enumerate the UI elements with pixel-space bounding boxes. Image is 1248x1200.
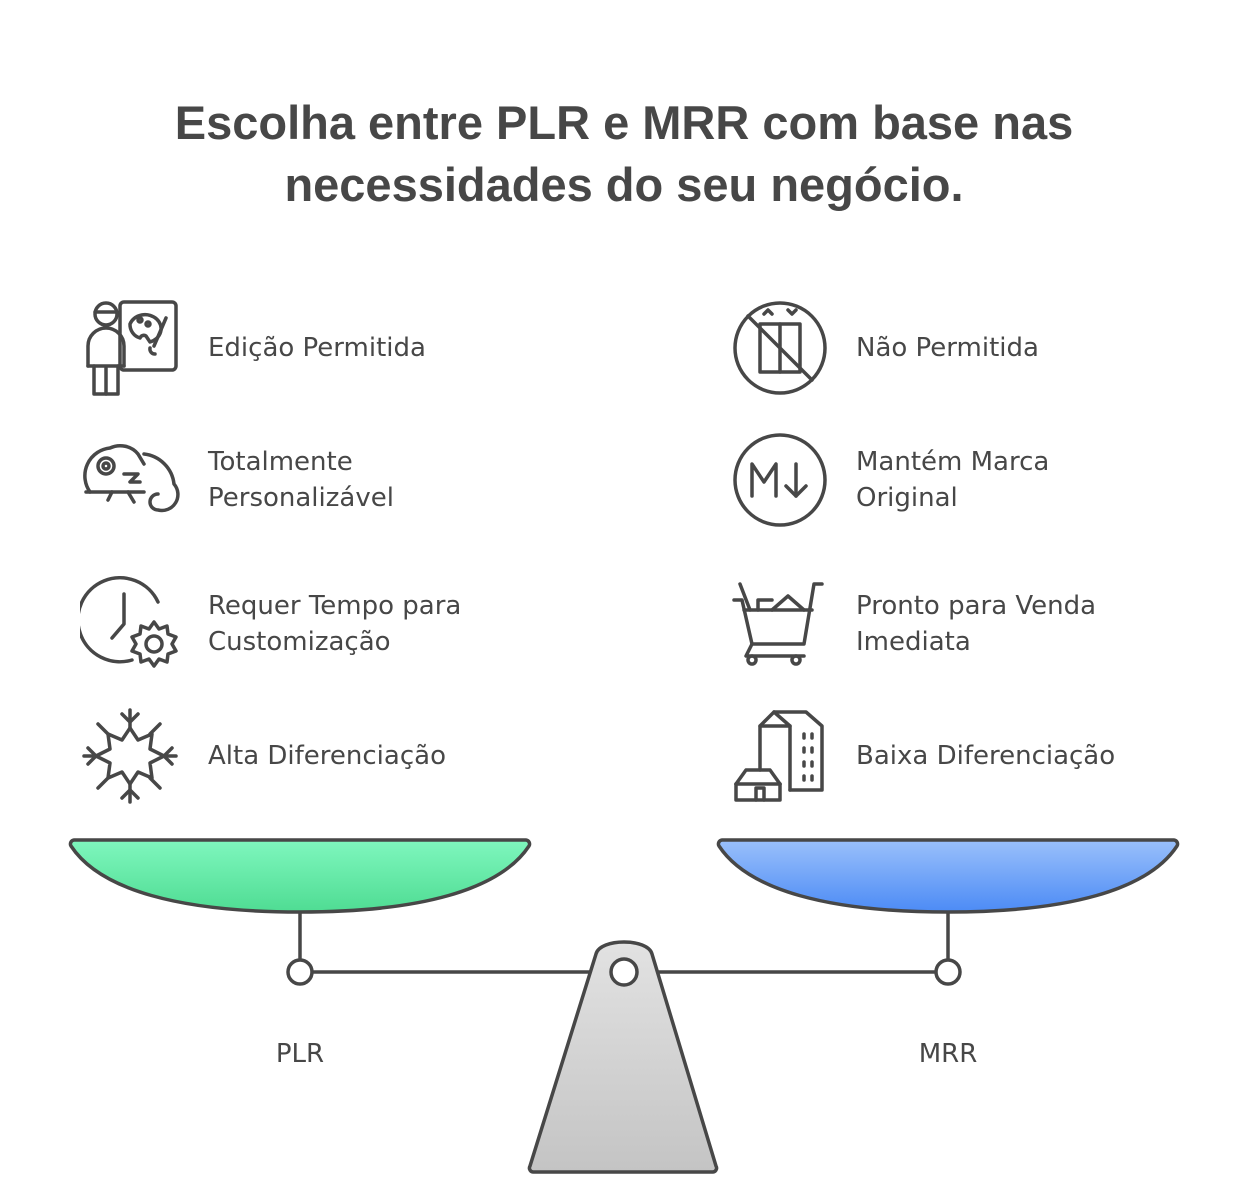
left-item-2: Totalmente Personalizável: [208, 447, 394, 513]
center-pivot: [609, 957, 639, 987]
right-pivot: [934, 958, 962, 986]
left-pan: [68, 838, 532, 914]
painter-easel-icon: [80, 298, 180, 398]
right-pan: [716, 838, 1180, 914]
balance-scale: [68, 838, 1180, 1174]
title-line-1: Escolha entre PLR e MRR com base nas: [174, 96, 1074, 149]
no-edit-icon: [730, 298, 830, 398]
page-title: Escolha entre PLR e MRR com base nas nec…: [0, 92, 1248, 216]
buildings-icon: [730, 706, 830, 806]
right-item-1: Não Permitida: [856, 333, 1039, 363]
left-item-4: Alta Diferenciação: [208, 741, 446, 771]
left-item-1: Edição Permitida: [208, 333, 426, 363]
left-pivot: [286, 958, 314, 986]
right-item-3: Pronto para Venda Imediata: [856, 591, 1097, 657]
markdown-icon: [730, 430, 830, 530]
right-item-2: Mantém Marca Original: [856, 447, 1050, 513]
scale-base: [527, 940, 719, 1174]
right-item-4: Baixa Diferenciação: [856, 741, 1116, 771]
chameleon-icon: [80, 430, 180, 530]
left-item-3: Requer Tempo para Customização: [208, 591, 462, 657]
title-line-2: necessidades do seu negócio.: [284, 158, 964, 211]
shopping-cart-icon: [730, 574, 830, 674]
snowflake-icon: [80, 706, 180, 806]
plr-label: PLR: [275, 1039, 325, 1069]
mrr-label: MRR: [918, 1039, 978, 1069]
clock-gear-icon: [80, 574, 180, 674]
